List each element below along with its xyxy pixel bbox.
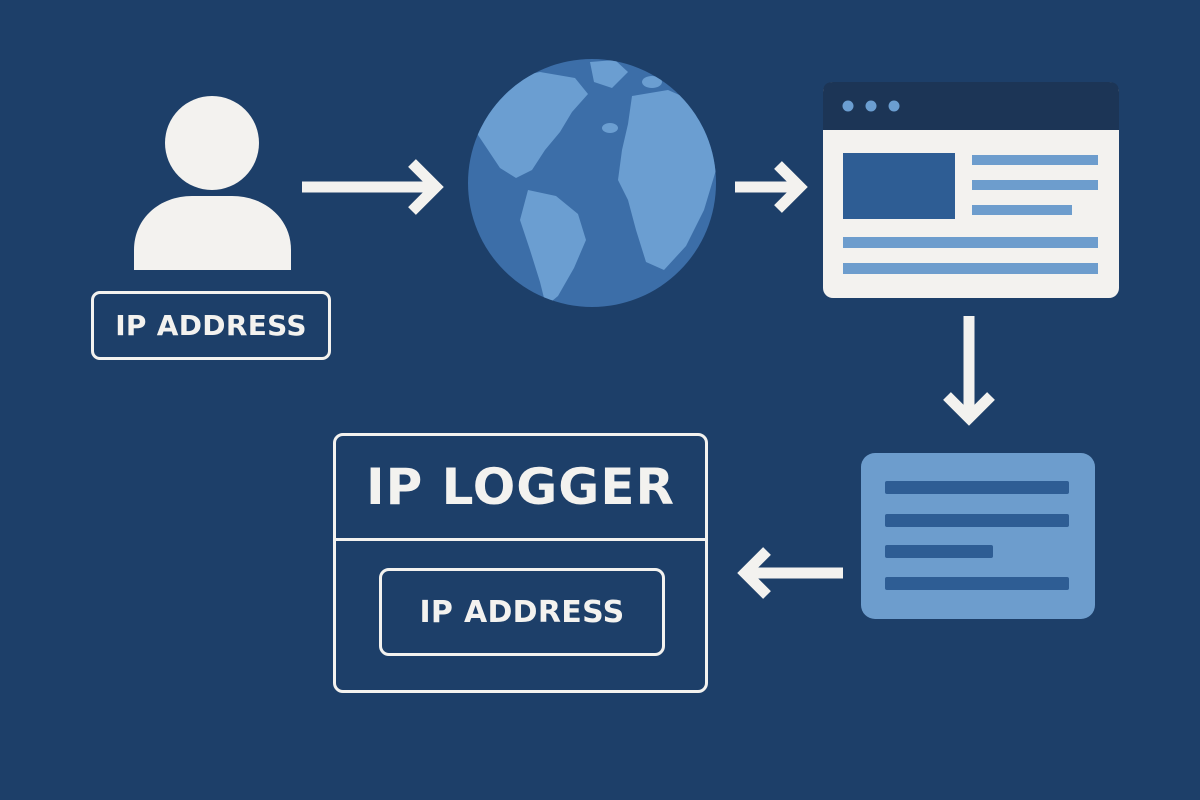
arrow-user-to-globe bbox=[302, 159, 444, 215]
ip-logger-title: IP LOGGER bbox=[366, 458, 675, 516]
user-ip-address-label: IP ADDRESS bbox=[91, 291, 331, 360]
logger-ip-address-label: IP ADDRESS bbox=[379, 568, 665, 656]
arrow-log-to-logger bbox=[737, 547, 843, 599]
ip-logger-panel: IP LOGGER IP ADDRESS bbox=[333, 433, 708, 693]
browser-window-icon bbox=[823, 82, 1119, 298]
user-icon bbox=[134, 96, 291, 270]
arrow-globe-to-browser bbox=[735, 161, 808, 213]
log-document-icon bbox=[861, 453, 1095, 619]
ip-logger-divider bbox=[336, 538, 705, 541]
arrow-browser-to-log bbox=[943, 316, 995, 426]
globe-icon bbox=[468, 59, 716, 307]
